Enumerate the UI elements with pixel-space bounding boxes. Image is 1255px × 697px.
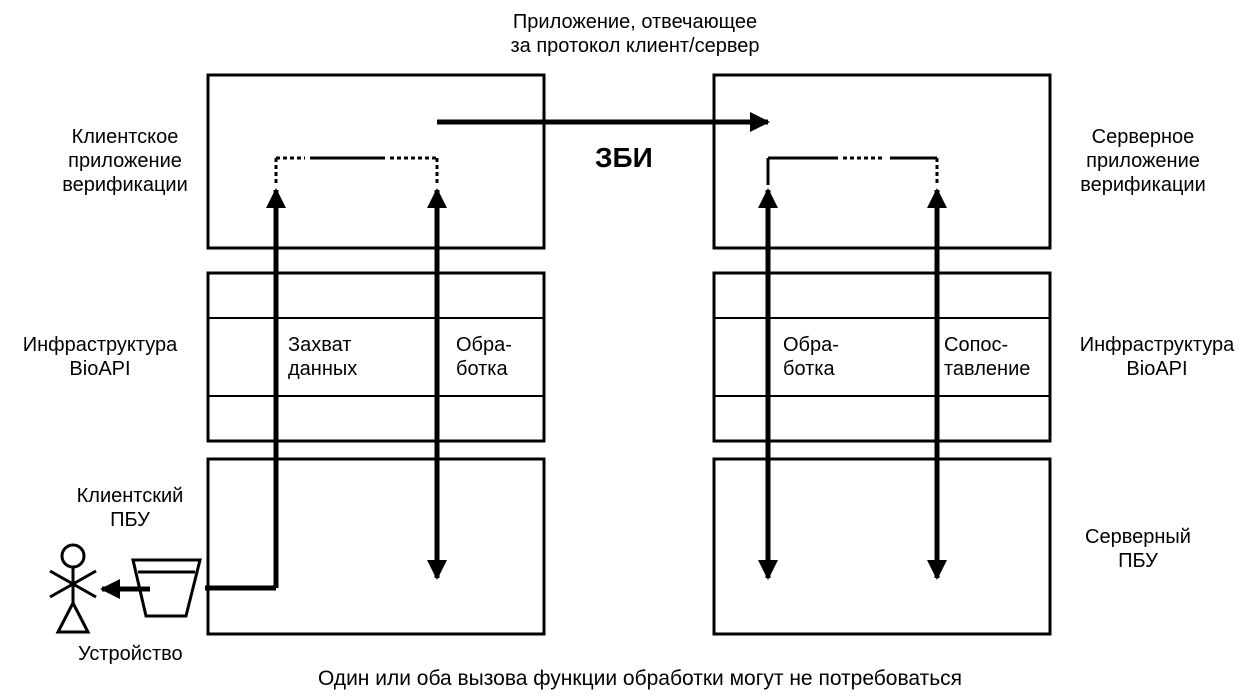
client-call-connector xyxy=(274,156,439,185)
device-label: Устройство xyxy=(78,643,183,665)
matching-label: Сопос- тавление xyxy=(944,334,1031,380)
infra-right-label: Инфраструктура BioAPI xyxy=(1079,334,1235,380)
server-app-box xyxy=(712,73,1052,250)
client-app-box xyxy=(206,73,546,250)
server-bsp-label: Серверный ПБУ xyxy=(1085,526,1191,572)
stick-figure-icon xyxy=(49,543,97,634)
client-app-label: Клиентское приложение верификации xyxy=(62,126,188,196)
server-app-label: Серверное приложение верификации xyxy=(1080,126,1206,196)
server-bsp-box xyxy=(712,457,1052,636)
process-right-label: Обра- ботка xyxy=(783,334,839,380)
capture-label: Захват данных xyxy=(288,334,358,380)
client-bsp-box xyxy=(206,457,546,636)
footer-note: Один или оба вызова функции обработки мо… xyxy=(317,667,963,690)
zbi-label: ЗБИ xyxy=(595,142,653,173)
infra-left-label: Инфраструктура BioAPI xyxy=(22,334,178,380)
client-infra-box xyxy=(206,271,546,443)
process-left-label: Обра- ботка xyxy=(456,334,512,380)
top-app-label: Приложение, отвечающее за протокол клиен… xyxy=(510,11,760,57)
client-bsp-label: Клиентский ПБУ xyxy=(76,485,184,531)
device-bucket-icon xyxy=(131,558,202,618)
server-call-connector xyxy=(766,156,939,185)
